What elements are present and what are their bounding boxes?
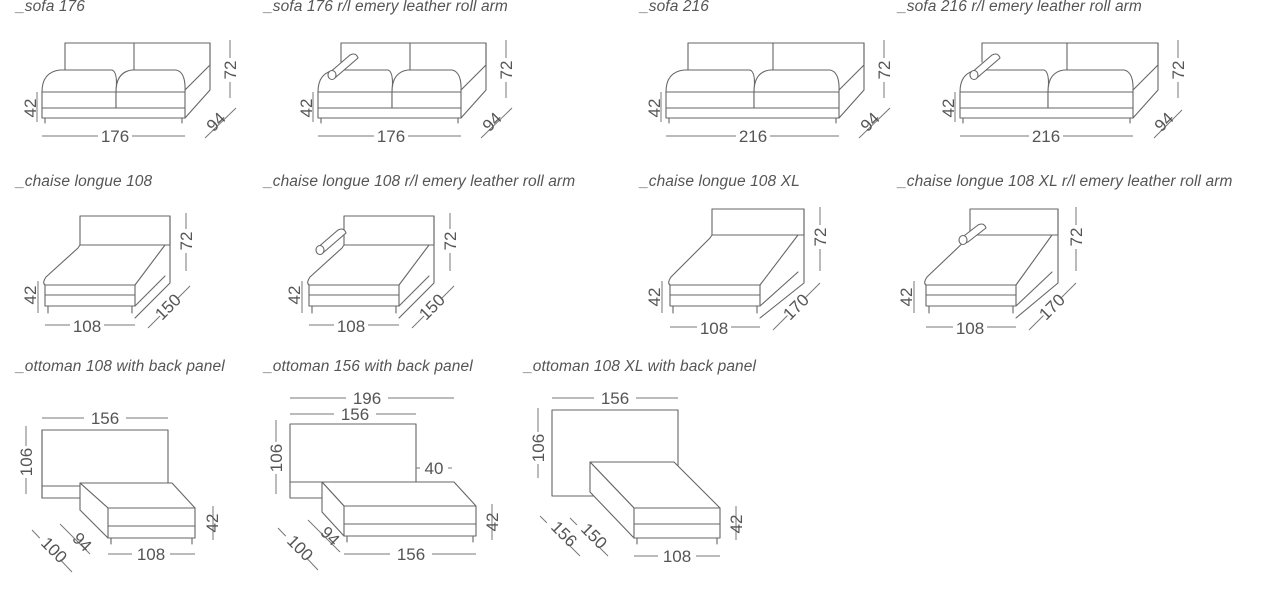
item-title: _chaise longue 108 XL r/l emery leather … [898, 173, 1233, 190]
dim-width: 108 [337, 317, 365, 336]
item-title: _chaise longue 108 [16, 173, 153, 190]
item-title: _ottoman 156 with back panel [264, 358, 473, 375]
diagram-sofa-176: _sofa 176 176 42 72 94 [0, 0, 260, 160]
dim-panel-height: 106 [267, 444, 286, 472]
chaise-drawing: 108 42 72 170 [645, 207, 830, 338]
dim-depth: 94 [1151, 109, 1178, 136]
dim-depth: 94 [479, 109, 506, 136]
dim-height: 72 [441, 232, 460, 251]
item-title: _ottoman 108 XL with back panel [524, 358, 757, 375]
diagram-chaise-longue-108-xl-roll-arm: _chaise longue 108 XL r/l emery leather … [897, 173, 1278, 343]
dim-seat-height: 42 [21, 286, 40, 305]
diagram-chaise-longue-108: _chaise longue 108 108 42 72 150 [0, 173, 240, 343]
dim-panel-height: 106 [17, 448, 36, 476]
diagram-sofa-216-roll-arm: _sofa 216 r/l emery leather roll arm 216… [898, 0, 1188, 160]
dim-total-width: 196 [353, 389, 381, 408]
ottoman-drawing: 156 106 108 42 94 100 [14, 408, 222, 573]
dim-panel-height: 106 [529, 434, 548, 462]
dim-height: 72 [1067, 228, 1086, 247]
item-title: _sofa 176 r/l emery leather roll arm [264, 0, 508, 15]
dim-width: 108 [956, 319, 984, 338]
dim-panel-width: 156 [91, 409, 119, 428]
dim-width: 216 [739, 127, 767, 146]
dim-width: 108 [700, 319, 728, 338]
dim-depth: 94 [857, 109, 884, 136]
dim-seat-height: 42 [285, 286, 304, 305]
item-title: _chaise longue 108 r/l emery leather rol… [264, 173, 576, 190]
dim-seat-width: 156 [397, 545, 425, 564]
dim-seat-height: 42 [897, 288, 916, 307]
sofa-drawing: 176 42 72 94 [297, 40, 516, 146]
dim-seat-height: 42 [21, 99, 40, 118]
ottoman-drawing: 196 156 40 106 156 42 94 100 [266, 388, 502, 571]
diagram-sofa-216: _sofa 216 216 42 72 94 [640, 0, 910, 160]
item-title: _sofa 216 r/l emery leather roll arm [898, 0, 1142, 15]
dim-seat-height: 42 [727, 515, 746, 534]
dim-seat-height: 42 [203, 514, 222, 533]
dim-depth: 150 [415, 290, 448, 323]
chaise-drawing: 108 42 72 150 [21, 213, 196, 336]
dim-panel-width: 156 [341, 405, 369, 424]
dim-height: 72 [221, 61, 240, 80]
diagram-chaise-longue-108-roll-arm: _chaise longue 108 r/l emery leather rol… [264, 173, 624, 343]
dim-depth: 150 [151, 290, 184, 323]
dim-height: 72 [875, 61, 894, 80]
diagram-ottoman-108-back-panel: _ottoman 108 with back panel 156 106 108… [0, 358, 260, 588]
chaise-drawing: 108 42 72 150 [285, 213, 460, 336]
dim-width: 176 [101, 127, 129, 146]
item-title: _sofa 176 [16, 0, 85, 15]
dim-width: 176 [377, 127, 405, 146]
diagram-sofa-176-roll-arm: _sofa 176 r/l emery leather roll arm 176… [264, 0, 564, 160]
dim-height: 72 [497, 61, 516, 80]
sofa-drawing: 216 42 72 94 [939, 40, 1188, 146]
dim-seat-height: 42 [645, 288, 664, 307]
dim-width: 216 [1032, 127, 1060, 146]
dim-height: 72 [177, 232, 196, 251]
dim-height: 72 [1169, 61, 1188, 80]
item-title: _ottoman 108 with back panel [16, 358, 225, 375]
dim-seat-height: 42 [483, 513, 502, 532]
item-title: _chaise longue 108 XL [640, 173, 800, 190]
dim-seat-height: 42 [297, 99, 316, 118]
dim-depth-a: 94 [68, 529, 95, 556]
dim-panel-width: 156 [601, 389, 629, 408]
diagram-chaise-longue-108-xl: _chaise longue 108 XL 108 42 72 170 [640, 173, 890, 343]
item-title: _sofa 216 [640, 0, 709, 15]
dim-seat-width: 108 [137, 545, 165, 564]
sofa-drawing: 216 42 72 94 [645, 40, 894, 146]
dim-panel-offset: 40 [425, 459, 444, 478]
chaise-drawing: 108 42 72 170 [897, 207, 1086, 338]
dim-width: 108 [73, 317, 101, 336]
sofa-drawing: 176 42 72 94 [21, 40, 240, 146]
diagram-ottoman-156-back-panel: _ottoman 156 with back panel 196 156 40 … [264, 358, 524, 588]
diagram-ottoman-108-xl-back-panel: _ottoman 108 XL with back panel 156 106 … [524, 358, 804, 588]
dim-seat-width: 108 [663, 547, 691, 566]
ottoman-drawing: 156 106 108 42 150 156 [528, 388, 746, 566]
dim-depth: 94 [203, 109, 230, 136]
dim-height: 72 [811, 228, 830, 247]
dim-seat-height: 42 [939, 99, 958, 118]
dim-seat-height: 42 [645, 99, 664, 118]
